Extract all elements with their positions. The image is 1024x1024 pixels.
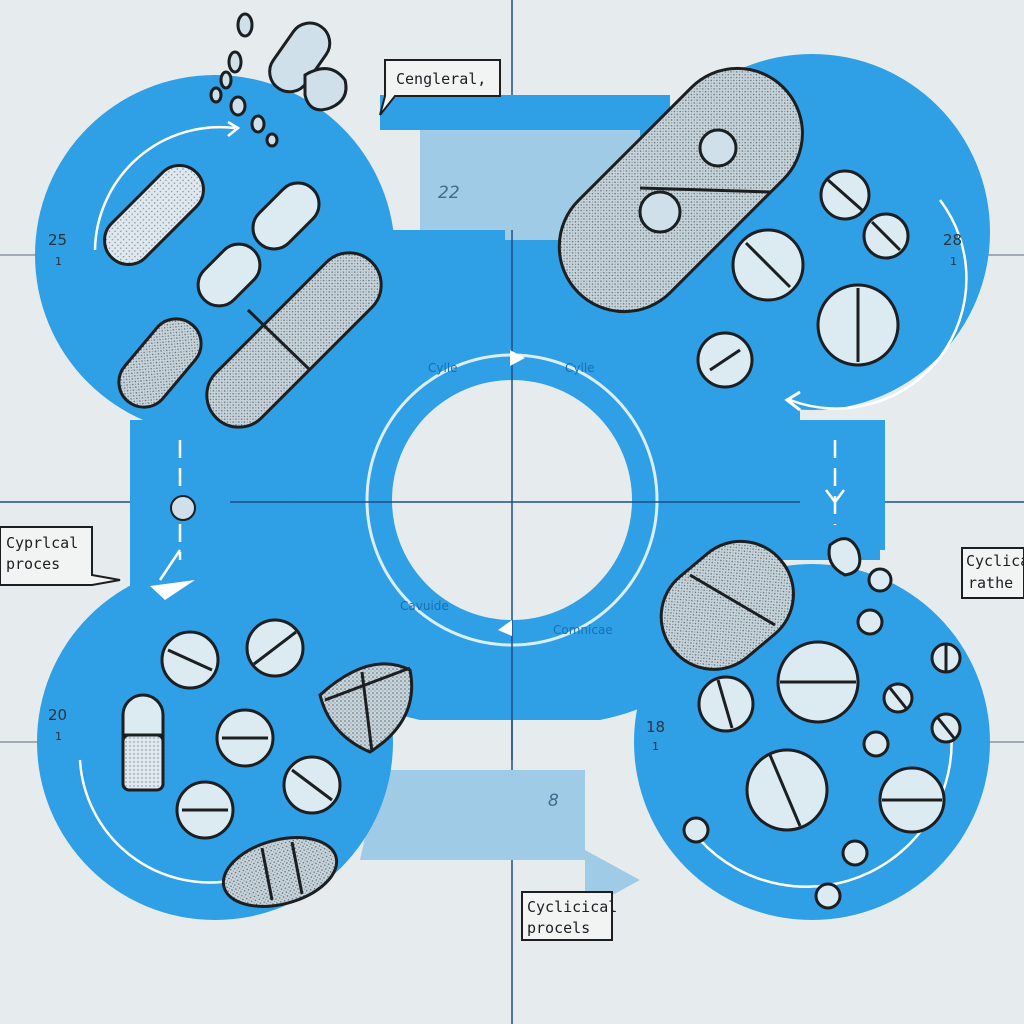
callout-right-line2: rathe (968, 574, 1013, 592)
ring-label-top-left: Cylle (428, 361, 458, 375)
connector-bottom-number: 8 (548, 791, 559, 811)
ring-arrow-top-icon (510, 350, 525, 366)
quadrant-top-right-sub: 1 (950, 255, 957, 268)
callout-left-line2: proces (6, 555, 60, 573)
ring-arrow-bottom-icon (498, 620, 512, 636)
callout-bottom: Cyclicical procels (521, 891, 617, 941)
quadrant-top-right-number: 28 (943, 231, 962, 249)
quadrant-bottom-left-number: 20 (48, 706, 67, 724)
ring-label-top-right: Cylle (565, 361, 595, 375)
quadrant-bottom-left-sub: 1 (55, 730, 62, 743)
tablets-top-right (557, 66, 910, 389)
callout-bottom-line2: procels (527, 919, 590, 937)
callout-right-line1: Cyclical (966, 552, 1024, 570)
pills-bottom-left (121, 618, 414, 908)
capsules-top-left (103, 12, 383, 429)
arrow-down-left-icon (150, 580, 195, 600)
callout-right: Cyclical rathe (961, 547, 1024, 599)
pills-bottom-right (659, 537, 962, 910)
callout-bottom-line1: Cyclicical (527, 898, 617, 916)
callout-top-text: Cengleral, (396, 70, 486, 88)
quadrant-top-left-number: 25 (48, 231, 67, 249)
ring-label-bottom-right: Comnicae (553, 623, 613, 637)
quadrant-bottom-right-sub: 1 (652, 740, 659, 753)
quadrant-numbers: 25 1 28 1 20 1 18 1 (48, 231, 962, 753)
callout-left: Cyprlcal proces (0, 526, 121, 586)
quadrant-top-left-sub: 1 (55, 255, 62, 268)
callout-left-line1: Cyprlcal (6, 534, 78, 552)
callout-top: Cengleral, (379, 59, 501, 116)
quadrant-bottom-right-number: 18 (646, 718, 665, 736)
ring-label-bottom-left: Cavuide (400, 599, 449, 613)
connector-top-number: 22 (438, 183, 460, 203)
center-ring-labels: Cylle Cylle Cavuide Comnicae (400, 350, 613, 637)
